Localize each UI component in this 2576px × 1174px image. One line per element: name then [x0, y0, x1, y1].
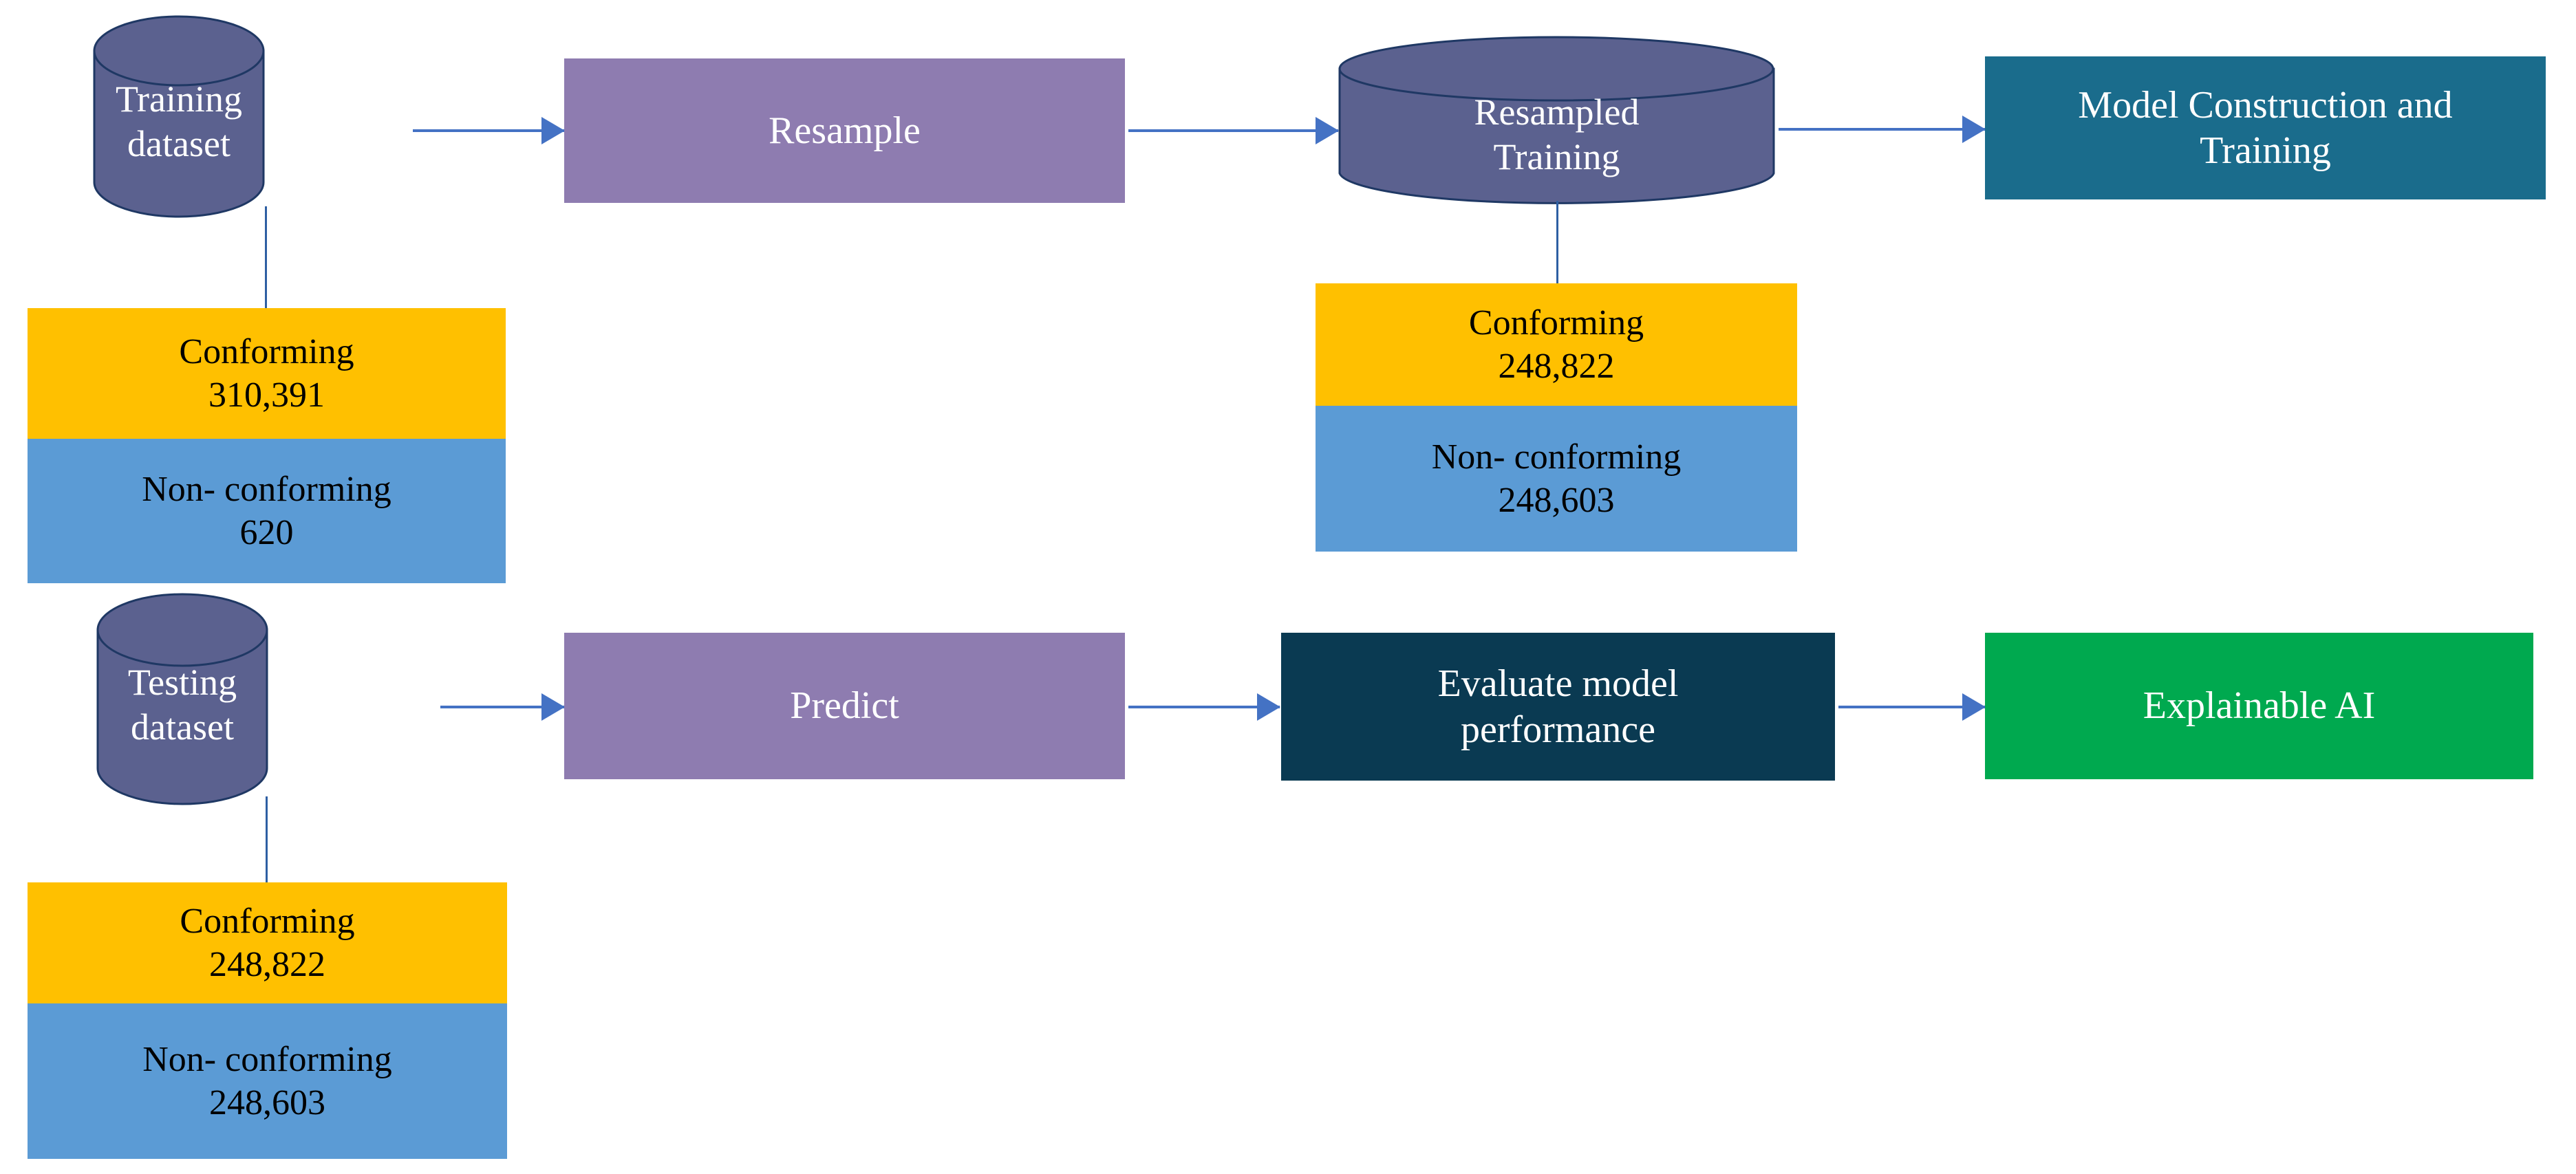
training-dataset-line-1: Training [115, 78, 243, 120]
edge-shaft [1128, 129, 1338, 132]
edge-shaft [440, 706, 564, 708]
node-testing-dataset[interactable]: Testing dataset [96, 593, 268, 806]
edge-resampled-to-stats [1556, 201, 1558, 285]
node-resample-label: Resample [769, 109, 921, 152]
arrowhead-icon [1962, 116, 1986, 143]
edge-training-to-stats [265, 206, 267, 309]
edge-shaft [1128, 706, 1280, 708]
cylinder-shape-resampled [1338, 36, 1775, 204]
training-nonconforming-value: 620 [239, 513, 294, 552]
node-predict[interactable]: Predict [564, 633, 1125, 779]
model-construction-line-1: Model Construction and [2078, 83, 2453, 127]
testing-stats: Conforming 248,822 Non- conforming 248,6… [28, 882, 507, 1159]
testing-nonconforming-value: 248,603 [209, 1083, 325, 1122]
training-stats: Conforming 310,391 Non- conforming 620 [28, 308, 506, 583]
testing-conforming-box[interactable]: Conforming 248,822 [28, 882, 507, 1003]
cylinder-shape-testing [96, 593, 268, 805]
resampled-training-line-2: Training [1493, 136, 1620, 178]
edge-testing-to-stats [266, 796, 268, 884]
arrowhead-icon [1962, 693, 1986, 721]
training-nonconforming-label: Non- conforming [142, 469, 391, 509]
resampled-training-line-1: Resampled [1474, 91, 1640, 133]
resampled-stats: Conforming 248,822 Non- conforming 248,6… [1316, 283, 1797, 552]
edge-shaft [413, 129, 564, 132]
node-evaluate-label: Evaluate model performance [1438, 661, 1679, 752]
training-dataset-line-2: dataset [127, 123, 230, 164]
node-training-dataset[interactable]: Training dataset [93, 15, 265, 218]
testing-conforming-label: Conforming [180, 901, 355, 941]
node-training-dataset-label: Training dataset [93, 15, 265, 218]
training-conforming-box[interactable]: Conforming 310,391 [28, 308, 506, 439]
node-predict-label: Predict [790, 684, 899, 728]
testing-dataset-line-1: Testing [127, 661, 237, 703]
model-construction-line-2: Training [2200, 129, 2331, 172]
arrowhead-icon [1316, 117, 1339, 144]
resampled-conforming-box[interactable]: Conforming 248,822 [1316, 283, 1797, 406]
node-model-construction[interactable]: Model Construction and Training [1985, 56, 2546, 199]
resampled-nonconforming-value: 248,603 [1498, 481, 1615, 520]
edge-shaft [1838, 706, 1985, 708]
edge-shaft [1779, 128, 1985, 131]
node-resampled-training-label: Resampled Training [1338, 36, 1775, 208]
training-conforming-value: 310,391 [208, 376, 325, 415]
arrowhead-icon [541, 117, 565, 144]
testing-nonconforming-box[interactable]: Non- conforming 248,603 [28, 1003, 507, 1159]
node-model-construction-label: Model Construction and Training [2078, 83, 2452, 173]
testing-nonconforming-label: Non- conforming [142, 1039, 392, 1079]
arrowhead-icon [1257, 693, 1280, 721]
testing-conforming-value: 248,822 [209, 945, 325, 984]
arrowhead-icon [541, 693, 565, 721]
resampled-nonconforming-box[interactable]: Non- conforming 248,603 [1316, 406, 1797, 552]
training-conforming-label: Conforming [179, 331, 354, 371]
resampled-conforming-value: 248,822 [1498, 347, 1615, 386]
resampled-conforming-label: Conforming [1468, 303, 1644, 343]
node-resample[interactable]: Resample [564, 58, 1125, 203]
node-resampled-training[interactable]: Resampled Training [1338, 36, 1775, 208]
node-testing-dataset-label: Testing dataset [96, 593, 268, 806]
node-evaluate[interactable]: Evaluate model performance [1281, 633, 1835, 781]
testing-dataset-line-2: dataset [131, 706, 234, 748]
training-nonconforming-box[interactable]: Non- conforming 620 [28, 439, 506, 583]
node-explainable-ai-label: Explainable AI [2143, 684, 2376, 728]
evaluate-line-2: performance [1461, 708, 1655, 751]
cylinder-shape-training [93, 15, 265, 218]
resampled-nonconforming-label: Non- conforming [1431, 437, 1682, 477]
evaluate-line-1: Evaluate model [1437, 662, 1679, 706]
node-explainable-ai[interactable]: Explainable AI [1985, 633, 2533, 779]
